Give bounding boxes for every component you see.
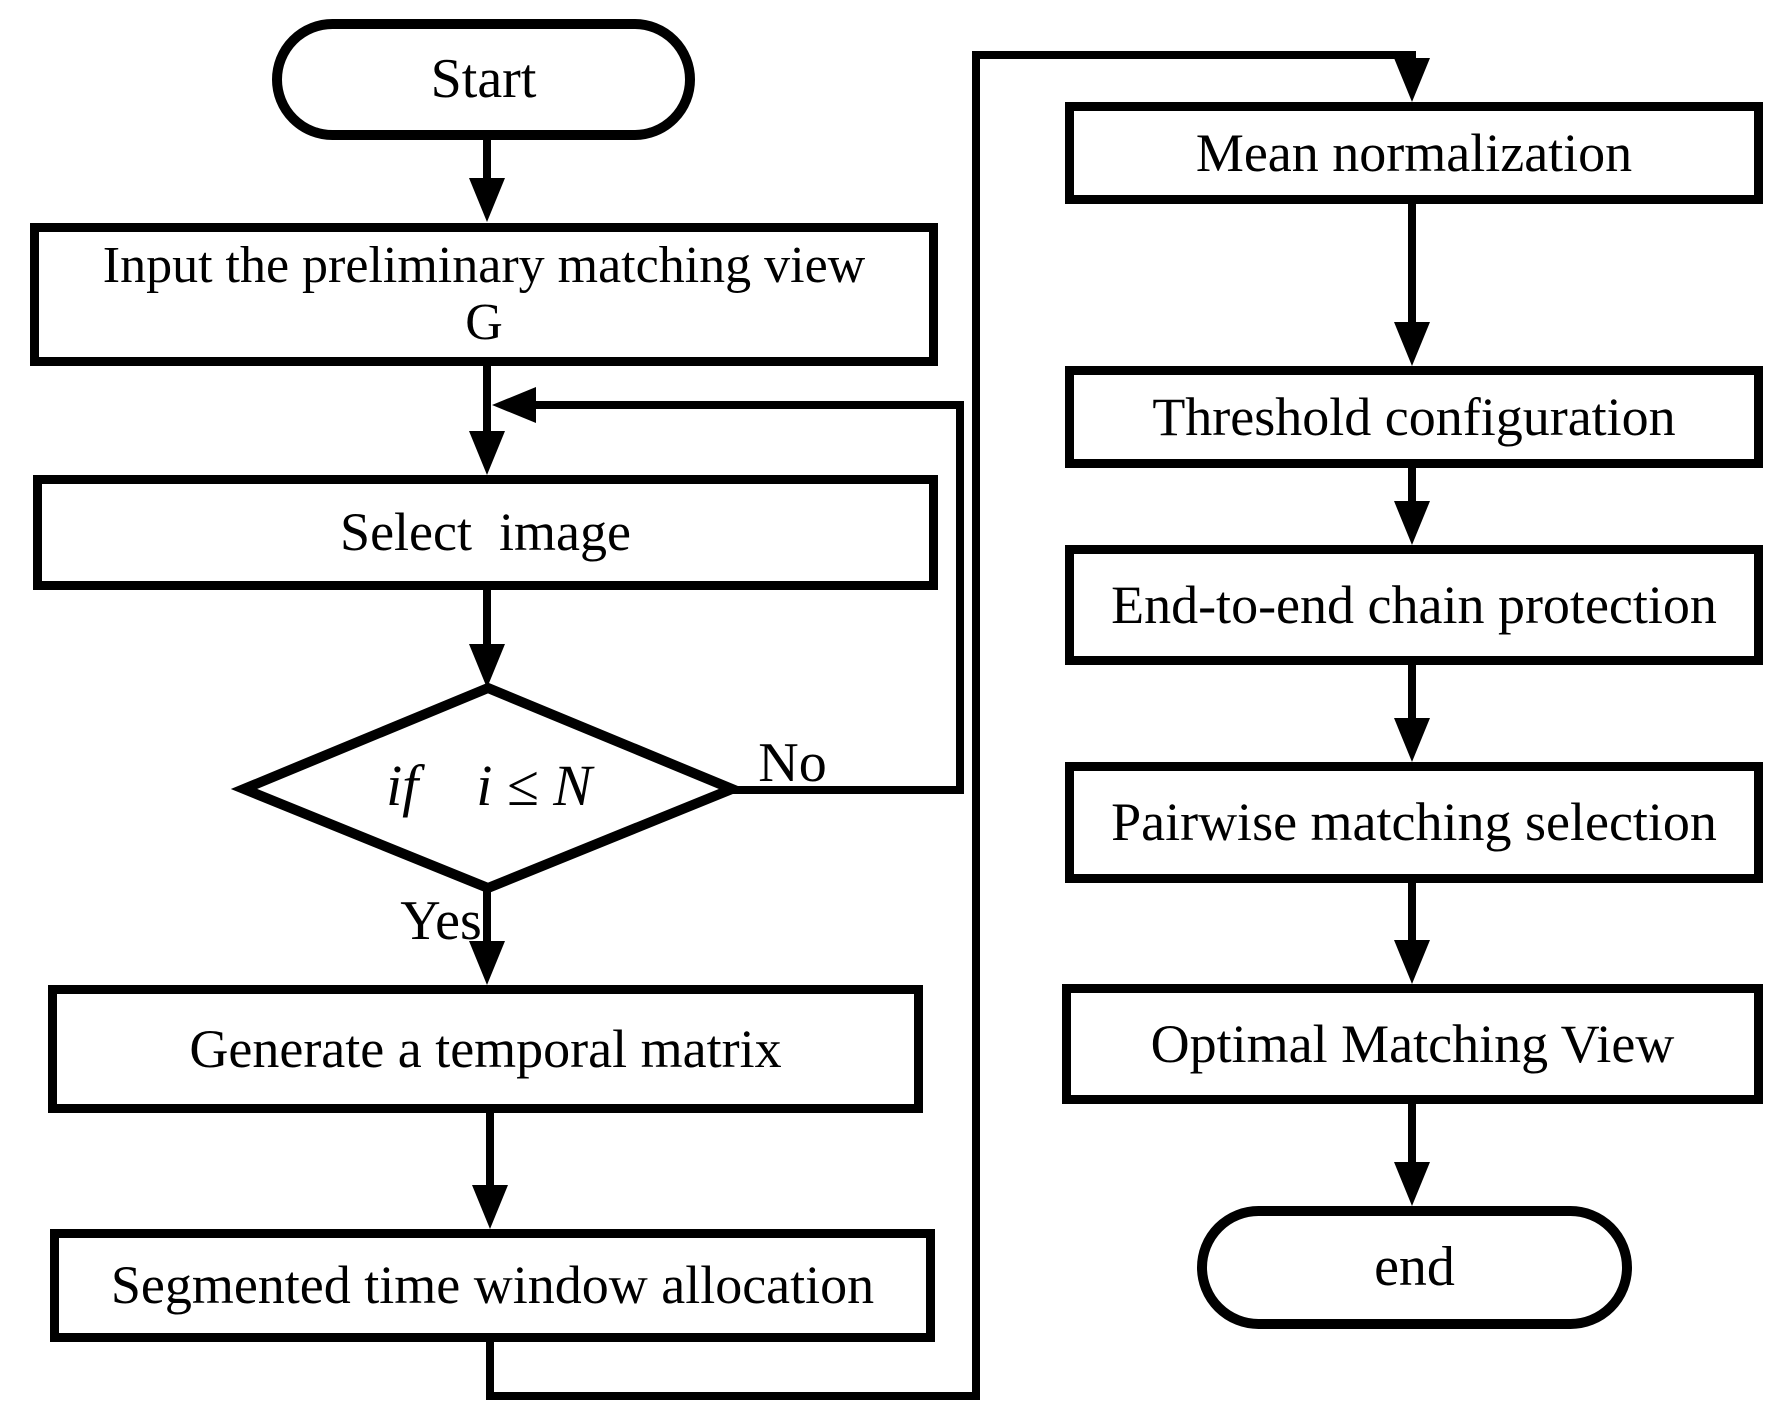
start-label: Start [430,48,537,111]
segmented-window-node: Segmented time window allocation [50,1229,935,1342]
decision-diamond-shape [230,682,746,894]
optimal-view-node: Optimal Matching View [1062,984,1763,1104]
threshold-configuration-label: Threshold configuration [1152,386,1676,447]
end-node: end [1197,1206,1632,1329]
generate-matrix-label: Generate a temporal matrix [189,1018,782,1079]
segmented-window-label: Segmented time window allocation [110,1255,875,1316]
mean-normalization-node: Mean normalization [1065,102,1763,204]
arrowhead [469,941,505,985]
arrowhead [469,644,505,688]
end-to-end-chain-label: End-to-end chain protection [1111,574,1717,635]
select-image-node: Select image [33,475,938,590]
end-to-end-chain-node: End-to-end chain protection [1065,545,1763,665]
decision-condition-label: if i ≤ N [386,753,592,818]
optimal-view-label: Optimal Matching View [1150,1013,1675,1074]
generate-matrix-node: Generate a temporal matrix [48,985,923,1113]
end-label: end [1374,1236,1455,1299]
arrowhead [1394,940,1430,984]
edge-decision-no-feedback [536,401,964,794]
input-view-label-line1: Input the preliminary matching view [102,237,866,295]
input-view-label-line2: G [465,293,503,351]
input-view-node: Input the preliminary matching view G [30,223,938,366]
arrowhead [1394,58,1430,102]
arrowhead [1394,501,1430,545]
arrowhead [469,178,505,222]
arrowhead [472,1185,508,1229]
threshold-configuration-node: Threshold configuration [1065,366,1763,468]
select-image-label: Select image [340,502,631,563]
start-node: Start [272,19,695,140]
arrowhead [1394,718,1430,762]
edge-segmented-mean [486,51,1416,1400]
arrowhead [492,387,536,423]
no-branch-label: No [758,732,827,794]
yes-branch-label: Yes [400,890,482,952]
arrowhead [1394,322,1430,366]
mean-normalization-label: Mean normalization [1195,122,1633,183]
arrowhead [469,431,505,475]
arrowhead [1394,1162,1430,1206]
pairwise-matching-label: Pairwise matching selection [1111,792,1717,853]
pairwise-matching-node: Pairwise matching selection [1065,762,1763,883]
